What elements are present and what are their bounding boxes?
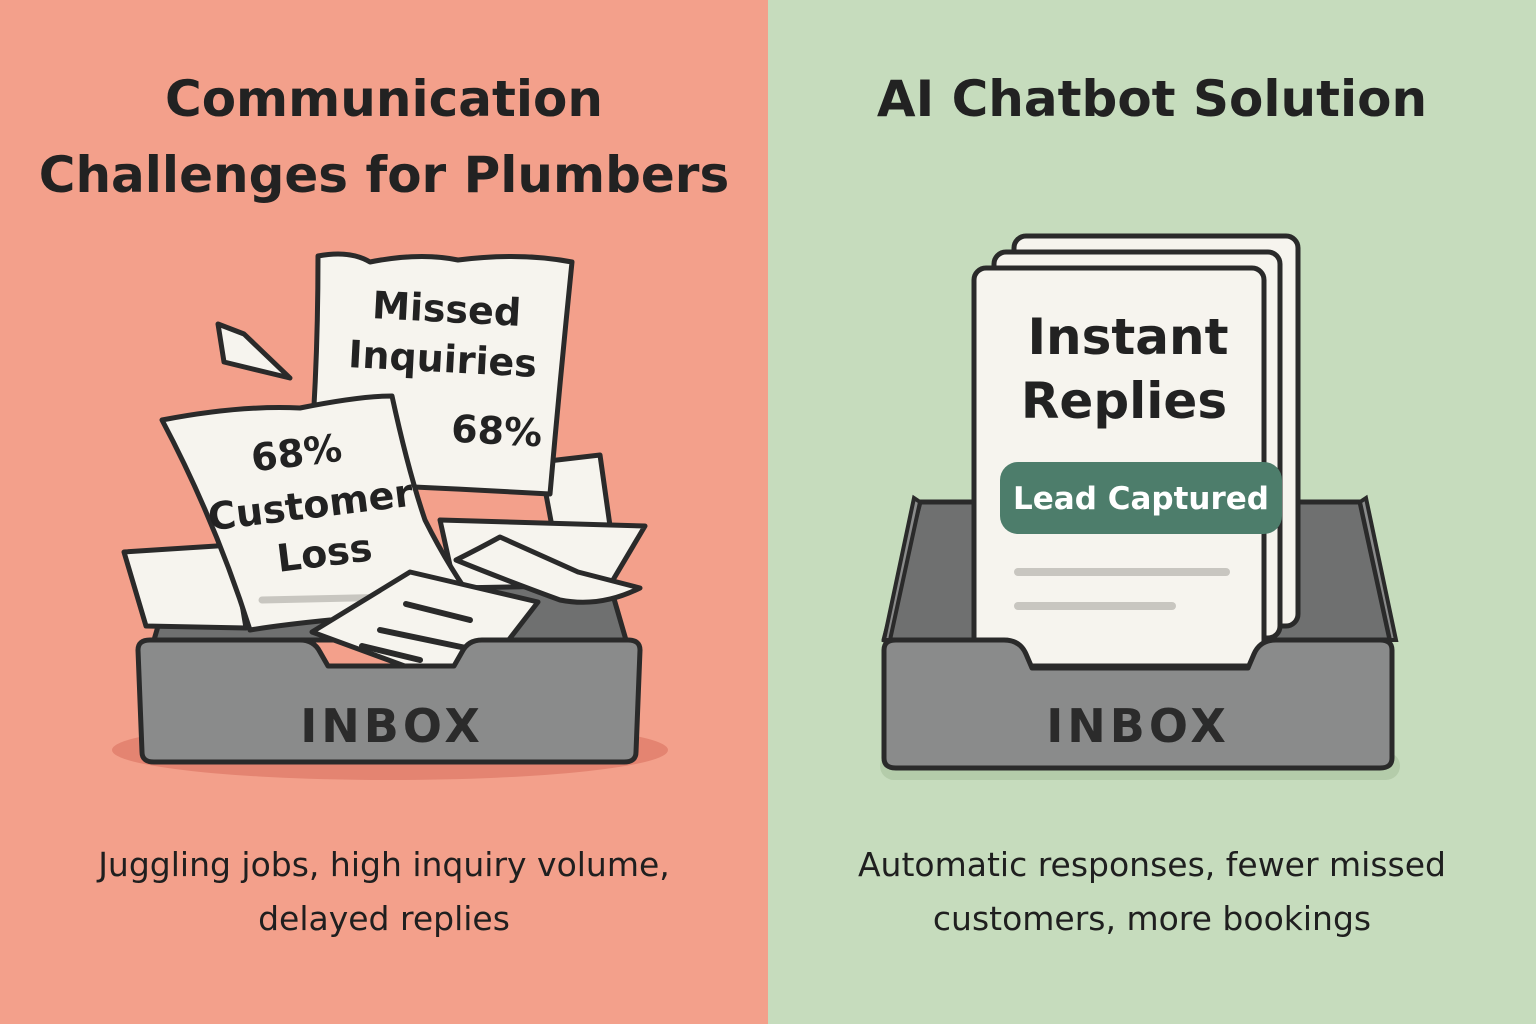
text-line-placeholder [359, 643, 423, 663]
card-line2: Replies [1021, 372, 1227, 430]
solution-title: AI Chatbot Solution [876, 70, 1428, 128]
lead-captured-badge [1000, 462, 1282, 534]
paper-sheet [121, 542, 249, 631]
challenges-panel: Missed Inquiries 68% 68% Customer Loss I… [0, 0, 768, 1024]
challenges-title-line1: Communication [165, 70, 603, 128]
tray-side [1357, 494, 1399, 642]
inbox-label: INBOX [1046, 699, 1230, 753]
challenges-title-line2: Challenges for Plumbers [38, 146, 730, 204]
challenges-illustration: Missed Inquiries 68% 68% Customer Loss I… [0, 0, 768, 1024]
card-line1: Instant [1027, 308, 1228, 366]
paper-sheet [453, 534, 643, 605]
solution-caption: Automatic responses, fewer missed custom… [768, 838, 1536, 946]
flying-paper-scrap [215, 321, 293, 381]
solution-panel: Instant Replies Lead Captured INBOX AI C… [768, 0, 1536, 1024]
paper-back-line1: Missed [371, 283, 522, 335]
inbox-tray [135, 637, 643, 765]
challenges-caption: Juggling jobs, high inquiry volume, dela… [0, 838, 768, 946]
challenges-title: Communication Challenges for Plumbers [0, 64, 768, 210]
solution-caption-line1: Automatic responses, fewer missed [857, 845, 1446, 884]
solution-caption-line2: customers, more bookings [932, 899, 1372, 938]
challenges-caption-line2: delayed replies [258, 899, 510, 938]
inbox-tray [881, 637, 1395, 771]
tray-side [881, 494, 923, 642]
solution-illustration: Instant Replies Lead Captured INBOX [768, 0, 1536, 1024]
paper-back-stat: 68% [450, 407, 543, 456]
text-line-placeholder [377, 627, 469, 651]
inbox-label: INBOX [300, 699, 484, 753]
challenges-caption-line1: Juggling jobs, high inquiry volume, [98, 845, 670, 884]
text-line-placeholder [403, 601, 473, 623]
lead-captured-text: Lead Captured [1013, 481, 1269, 517]
paper-back-line2: Inquiries [347, 332, 538, 386]
